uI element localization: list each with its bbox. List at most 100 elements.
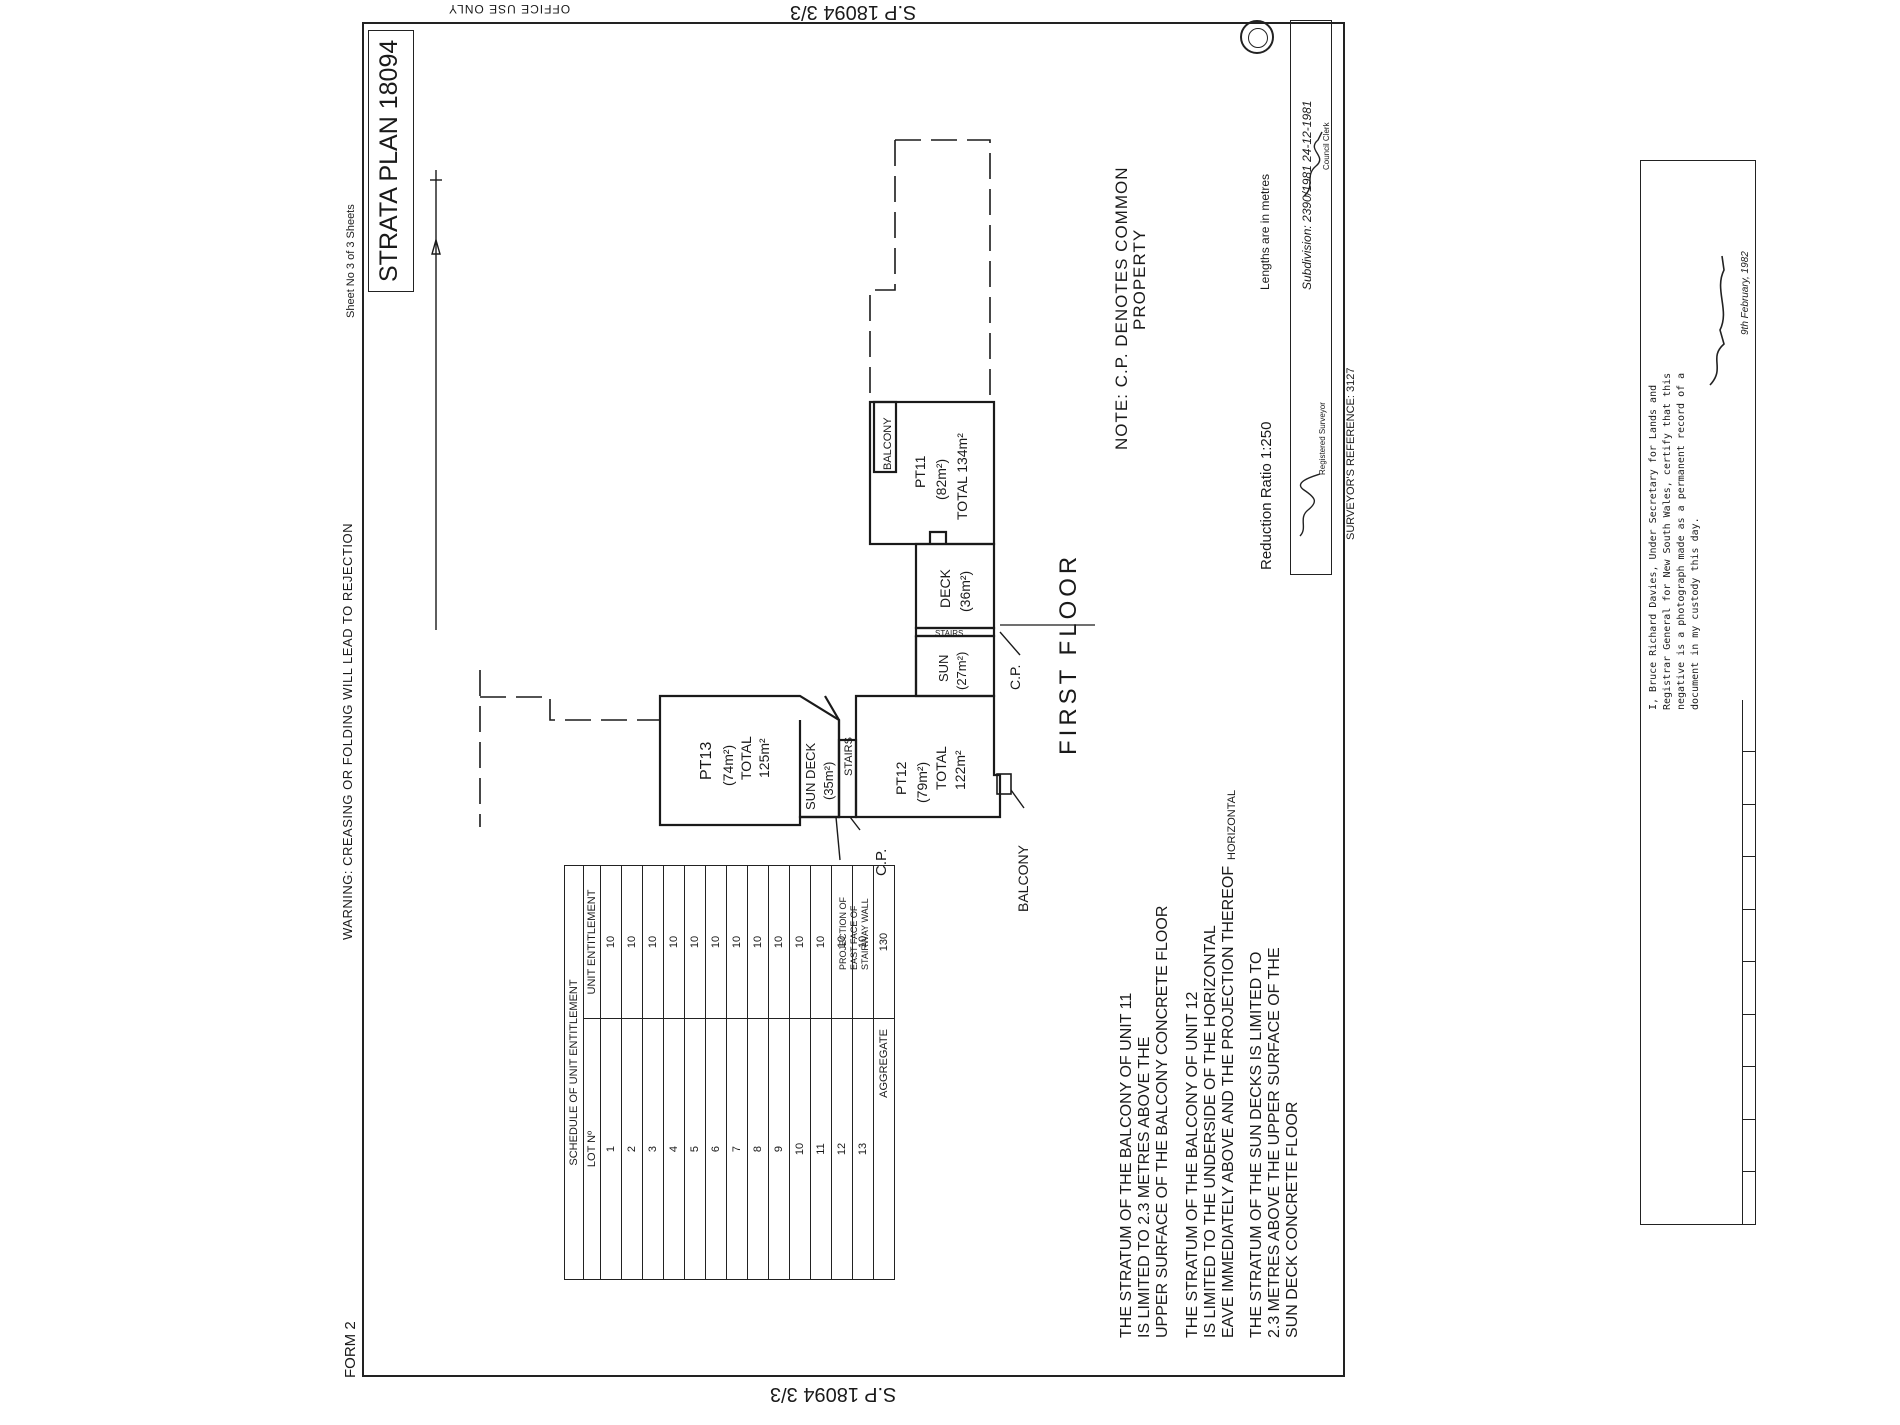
surveyor-reference: SURVEYOR'S REFERENCE: 3127 (1345, 367, 1357, 540)
cp-label-stairway: C.P. (873, 849, 890, 876)
surveyor-signature-icon (1299, 473, 1321, 537)
reduction-ratio: Reduction Ratio 1:250 (1258, 421, 1275, 570)
pt13-total: TOTAL (738, 736, 754, 780)
schedule-entitlement-cell: 10 (684, 865, 706, 1019)
balcony-unit12-label: BALCONY (1015, 844, 1031, 912)
stratum-note-2-line3: EAVE IMMEDIATELY ABOVE AND THE PROJECTIO… (1220, 865, 1237, 1338)
stairs13-label: STAIRS (843, 737, 855, 776)
schedule-lot-cell: 1 (600, 1018, 622, 1280)
deck-area-label: (36m²) (957, 571, 973, 612)
schedule-lot-cell: 3 (642, 1018, 664, 1280)
schedule-title: SCHEDULE OF UNIT ENTITLEMENT (564, 865, 584, 1280)
schedule-lot-cell: 6 (705, 1018, 727, 1280)
projection-line3: STAIRWAY WALL (860, 898, 870, 970)
projection-line2: EAST FACE OF (849, 905, 859, 970)
pt12-total: TOTAL (933, 746, 949, 790)
schedule-aggregate-value: 130 (873, 865, 895, 1019)
floor-title: FIRST FLOOR (1055, 552, 1082, 755)
deck-area (914, 542, 996, 630)
sundeck13-name: SUN DECK (803, 742, 818, 810)
lengths-note: Lengths are in metres (1258, 173, 1272, 290)
sun-name: SUN (936, 655, 951, 682)
certificate-strip-cell (1742, 1015, 1756, 1067)
schedule-col-lot: LOT Nº (583, 1018, 601, 1280)
schedule-entitlement-cell: 10 (663, 865, 685, 1019)
certificate-strip (1742, 700, 1756, 1225)
projection-line1: PROJECTION OF (838, 896, 848, 970)
schedule-entitlement-cell: 10 (831, 865, 853, 1019)
stairs11-label: STAIRS (935, 629, 963, 638)
pt12-area: (79m²) (914, 762, 930, 803)
certificate-strip-cell (1742, 1068, 1756, 1120)
sun-area: (27m²) (954, 652, 969, 690)
deck-name: DECK (937, 568, 953, 608)
schedule-lot-cell: 8 (747, 1018, 769, 1280)
stratum-note-3-line1: THE STRATUM OF THE SUN DECKS IS LIMITED … (1248, 951, 1265, 1338)
registrar-signature-icon (1709, 255, 1725, 386)
stratum-note-3-line3: SUN DECK CONCRETE FLOOR (1284, 1101, 1301, 1338)
schedule-aggregate-label: AGGREGATE (873, 1018, 895, 1280)
title-box (368, 30, 414, 292)
pt13-name: PT13 (698, 742, 715, 780)
schedule-entitlement-cell: 10 (810, 865, 832, 1019)
schedule-lot-cell: 2 (621, 1018, 643, 1280)
schedule-lot-cell: 13 (852, 1018, 874, 1280)
certificate-line1: I, Bruce Richard Davies, Under Secretary… (1648, 384, 1659, 710)
certificate-strip-cell (1742, 1120, 1756, 1172)
stratum-note-2-line2: IS LIMITED TO THE UNDERSIDE OF THE HORIZ… (1202, 925, 1219, 1338)
unit-pt13 (658, 694, 841, 827)
certificate-strip-cell (1742, 963, 1756, 1015)
schedule-col-entitlement: UNIT ENTITLEMENT (583, 865, 601, 1019)
certificate-line2: Registrar General for New South Wales, c… (1662, 372, 1673, 710)
stratum-note-3-line2: 2.3 METRES ABOVE THE UPPER SURFACE OF TH… (1266, 947, 1283, 1338)
certificate-strip-cell (1742, 700, 1756, 752)
certificate-strip-cell (1742, 805, 1756, 857)
certificate-strip-cell (1742, 1173, 1756, 1225)
stratum-note-1-line2: IS LIMITED TO 2.3 METRES ABOVE THE (1136, 1036, 1153, 1338)
plan-sheet (362, 22, 1345, 1377)
certificate-strip-cell (1742, 753, 1756, 805)
pt11-name: PT11 (912, 455, 928, 488)
schedule-entitlement-cell: 10 (768, 865, 790, 1019)
certificate-box (1640, 160, 1756, 1225)
balcony-unit11 (872, 400, 898, 474)
schedule-lot-cell: 9 (768, 1018, 790, 1280)
council-seal-icon (1240, 20, 1274, 54)
pt13-total-value: 125m² (756, 738, 772, 778)
schedule-entitlement-cell: 10 (789, 865, 811, 1019)
schedule-entitlement-cell: 10 (852, 865, 874, 1019)
certificate-strip-cell (1742, 910, 1756, 962)
schedule-lot-cell: 7 (726, 1018, 748, 1280)
schedule-lot-cell: 4 (663, 1018, 685, 1280)
sundeck13-area: (35m²) (821, 762, 836, 800)
schedule-table: SCHEDULE OF UNIT ENTITLEMENT LOT Nº UNIT… (564, 865, 895, 1280)
registered-surveyor-label: Registered Surveyor (1318, 402, 1327, 475)
survey-box (1290, 20, 1332, 575)
schedule-entitlement-cell: 10 (705, 865, 727, 1019)
pt11-balcony-label: BALCONY (882, 417, 894, 470)
pt11-total: TOTAL 134m² (954, 433, 970, 520)
schedule-lot-cell: 10 (789, 1018, 811, 1280)
unit-labels: BALCONY PT11 (82m²) TOTAL 134m² DECK (36… (698, 417, 1031, 970)
certificate-date: 9th February, 1982 (1740, 251, 1751, 335)
schedule-entitlement-cell: 10 (747, 865, 769, 1019)
schedule-lot-cell: 5 (684, 1018, 706, 1280)
note-line1: NOTE: C.P. DENOTES COMMON (1112, 166, 1131, 451)
clerk-signature-icon (1303, 131, 1323, 197)
pt12-total-value: 122m² (952, 750, 968, 790)
pt11-area: (82m²) (933, 459, 949, 500)
certificate-line3: negative is a photograph made as a perma… (1676, 372, 1687, 710)
stratum-note-2-line1: THE STRATUM OF THE BALCONY OF UNIT 12 (1184, 991, 1201, 1338)
stratum-note-1-line1: THE STRATUM OF THE BALCONY OF UNIT 11 (1118, 992, 1135, 1338)
